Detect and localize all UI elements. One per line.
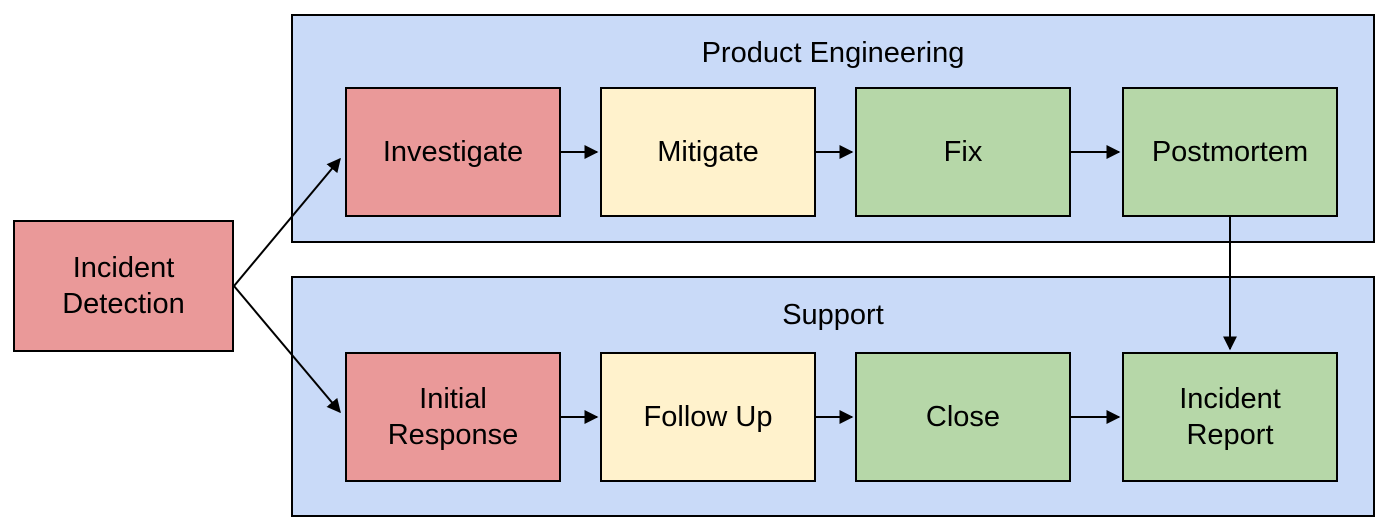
node-incident-report: Incident Report <box>1122 352 1338 482</box>
lane-title-product-engineering: Product Engineering <box>701 37 965 69</box>
node-fix: Fix <box>855 87 1071 217</box>
node-incident-detection: Incident Detection <box>13 220 234 352</box>
node-follow-up: Follow Up <box>600 352 816 482</box>
node-investigate: Investigate <box>345 87 561 217</box>
node-mitigate: Mitigate <box>600 87 816 217</box>
node-initial-response: Initial Response <box>345 352 561 482</box>
node-close: Close <box>855 352 1071 482</box>
node-postmortem: Postmortem <box>1122 87 1338 217</box>
lane-title-support: Support <box>782 299 884 331</box>
